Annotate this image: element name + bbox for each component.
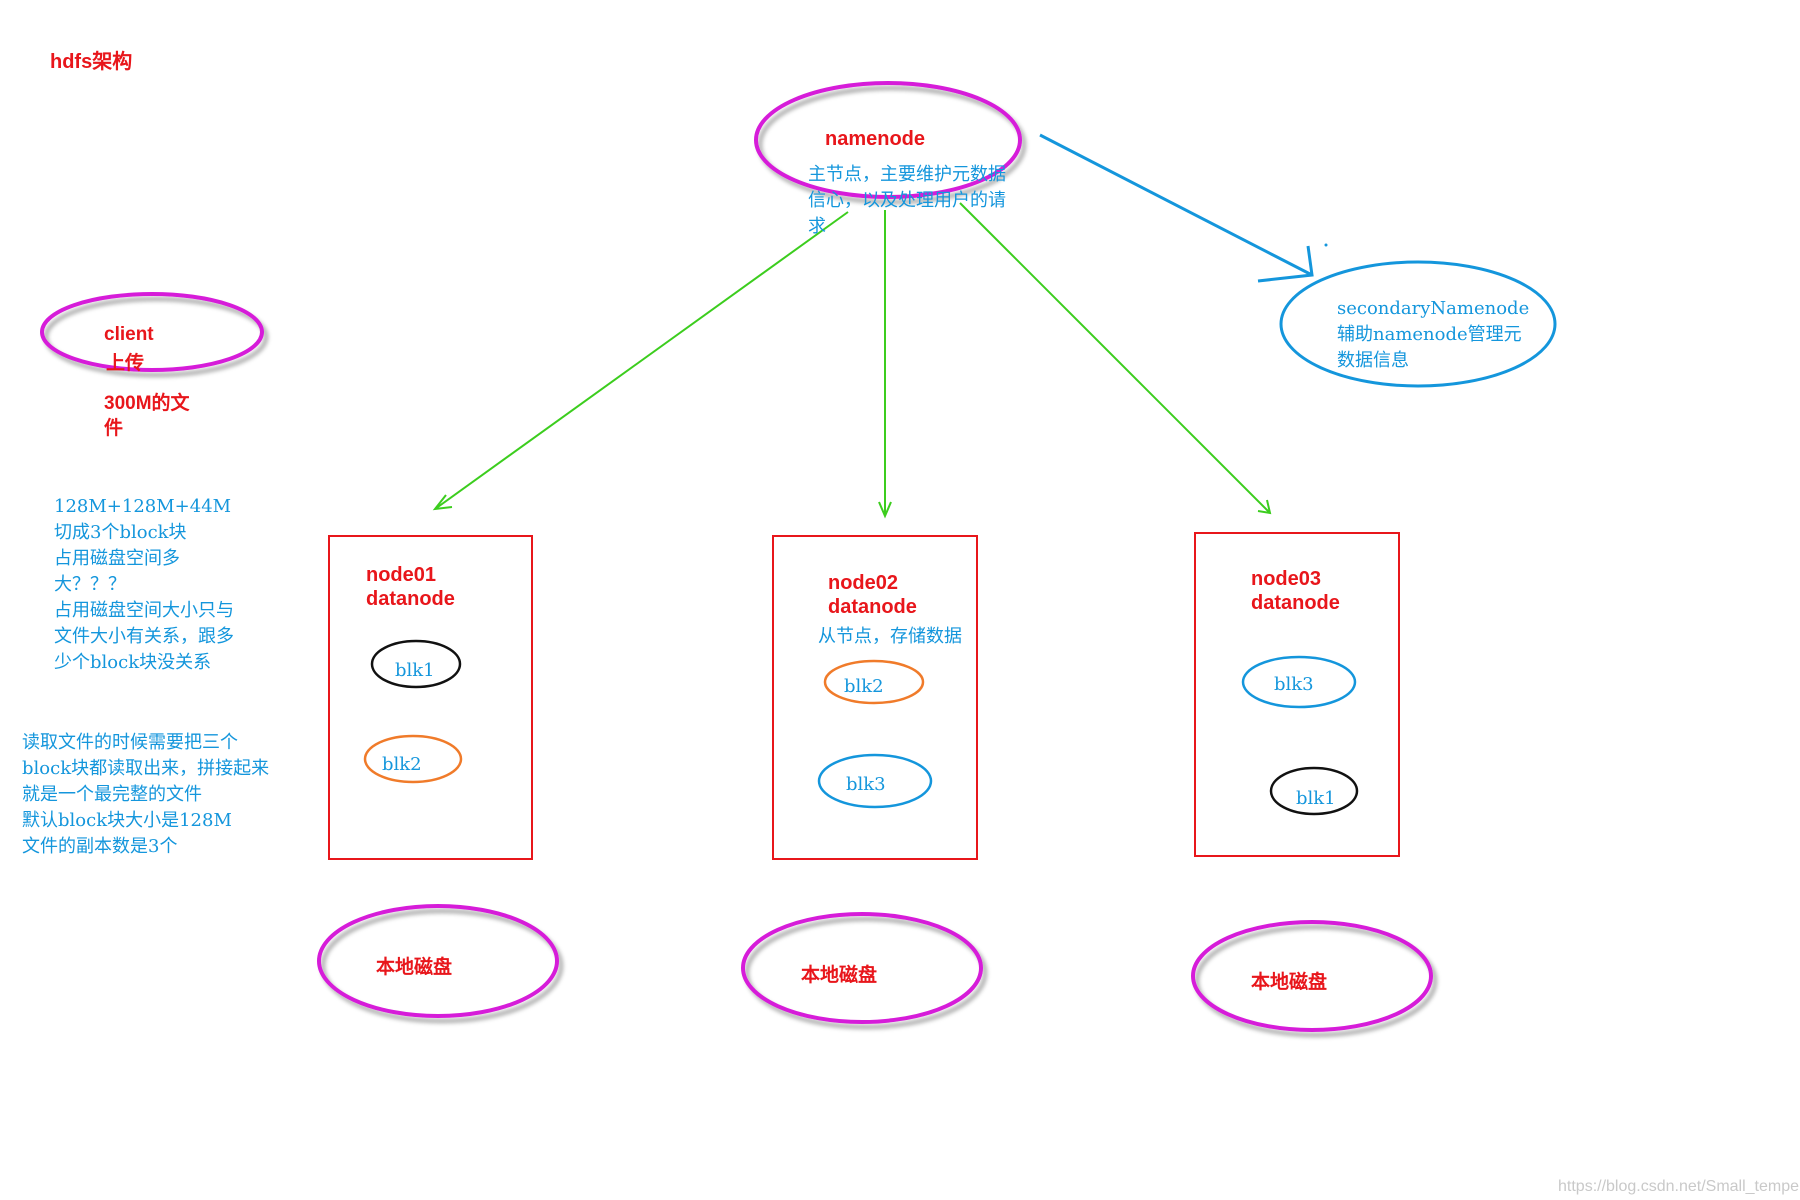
secondary-line: 数据信息 xyxy=(1337,350,1409,371)
client-file: 300M的文 件 xyxy=(104,391,190,441)
note-line: 文件的副本数是3个 xyxy=(22,836,178,857)
client-file-line: 300M的文 xyxy=(104,393,190,414)
node01-block-blk2: blk2 xyxy=(382,754,422,775)
note-line: 少个block块没关系 xyxy=(54,652,212,673)
namenode-ellipse xyxy=(754,81,1022,199)
note-line: 切成3个block块 xyxy=(54,522,187,543)
node02-block-blk2: blk2 xyxy=(844,676,884,697)
client-ellipse xyxy=(40,292,264,372)
client-file-line: 件 xyxy=(104,418,124,439)
note-line: 占用磁盘空间多 xyxy=(54,548,180,569)
node02-block-blk3: blk3 xyxy=(846,774,886,795)
note-line: 读取文件的时候需要把三个 xyxy=(22,732,238,753)
node03-role: datanode xyxy=(1251,592,1340,614)
datanode-box-node03 xyxy=(1194,532,1400,857)
node01-name: node01 xyxy=(366,564,437,586)
node03-block-blk1: blk1 xyxy=(1296,788,1336,809)
arrow-namenode-node01 xyxy=(432,211,849,511)
namenode-description: 主节点，主要维护元数据 信心，以及处理用户的请 求 xyxy=(808,162,1006,240)
disk-ellipse-node01 xyxy=(317,904,559,1018)
watermark: https://blog.csdn.net/Small_temper xyxy=(1558,1178,1800,1195)
secondary-line: 辅助namenode管理元 xyxy=(1337,324,1522,345)
note-line: 文件大小有关系，跟多 xyxy=(54,626,234,647)
node03-block-blk3: blk3 xyxy=(1274,674,1314,695)
block-ellipse-node02-blk3 xyxy=(817,753,933,809)
namenode-label: namenode xyxy=(825,128,926,150)
read-file-notes: 读取文件的时候需要把三个 block块都读取出来，拼接起来 就是一个最完整的文件… xyxy=(22,730,269,860)
datanode-box-node01 xyxy=(328,535,533,860)
namenode-desc-line: 求 xyxy=(808,216,826,237)
node03-local-disk-label: 本地磁盘 xyxy=(1251,972,1328,993)
node02-name: node02 xyxy=(828,572,899,594)
block-ellipse-node03-blk3 xyxy=(1241,655,1357,709)
arrow-namenode-node03 xyxy=(959,202,1272,515)
node02-local-disk-label: 本地磁盘 xyxy=(801,965,878,986)
namenode-desc-line: 信心，以及处理用户的请 xyxy=(808,190,1006,211)
node01-local-disk-label: 本地磁盘 xyxy=(376,957,453,978)
diagram-title: hdfs架构 xyxy=(50,51,133,73)
note-line: block块都读取出来，拼接起来 xyxy=(22,758,270,779)
disk-ellipse-node02 xyxy=(741,912,983,1024)
node03-name: node03 xyxy=(1251,568,1322,590)
node01-block-blk1: blk1 xyxy=(395,660,435,681)
block-ellipse-node01-blk2 xyxy=(363,734,463,784)
secondary-namenode-text: secondaryNamenode 辅助namenode管理元 数据信息 xyxy=(1337,296,1529,374)
arrow-namenode-secondary xyxy=(1039,133,1314,283)
note-line: 128M+128M+44M xyxy=(54,496,232,517)
block-split-notes: 128M+128M+44M 切成3个block块 占用磁盘空间多 大？？？ 占用… xyxy=(54,494,234,676)
client-upload-label: 上传 xyxy=(106,353,145,374)
note-line: 就是一个最完整的文件 xyxy=(22,784,202,805)
block-ellipse-node02-blk2 xyxy=(823,659,925,705)
block-ellipse-node01-blk1 xyxy=(370,639,462,689)
secondary-namenode-ellipse xyxy=(1279,260,1557,388)
note-line: 默认block块大小是128M xyxy=(22,810,232,831)
namenode-desc-line: 主节点，主要维护元数据 xyxy=(808,164,1006,185)
note-line: 大？？？ xyxy=(54,574,126,595)
block-ellipse-node03-blk1 xyxy=(1269,766,1359,816)
client-label: client xyxy=(104,324,154,345)
secondary-line: secondaryNamenode xyxy=(1337,298,1530,319)
node02-role: datanode xyxy=(828,596,917,618)
node02-description: 从节点，存储数据 xyxy=(818,626,962,647)
datanode-box-node02 xyxy=(772,535,978,860)
stray-dot xyxy=(1324,243,1328,247)
disk-ellipse-node03 xyxy=(1191,920,1433,1032)
node01-role: datanode xyxy=(366,588,455,610)
arrow-namenode-node02 xyxy=(878,210,892,519)
note-line: 占用磁盘空间大小只与 xyxy=(54,600,234,621)
